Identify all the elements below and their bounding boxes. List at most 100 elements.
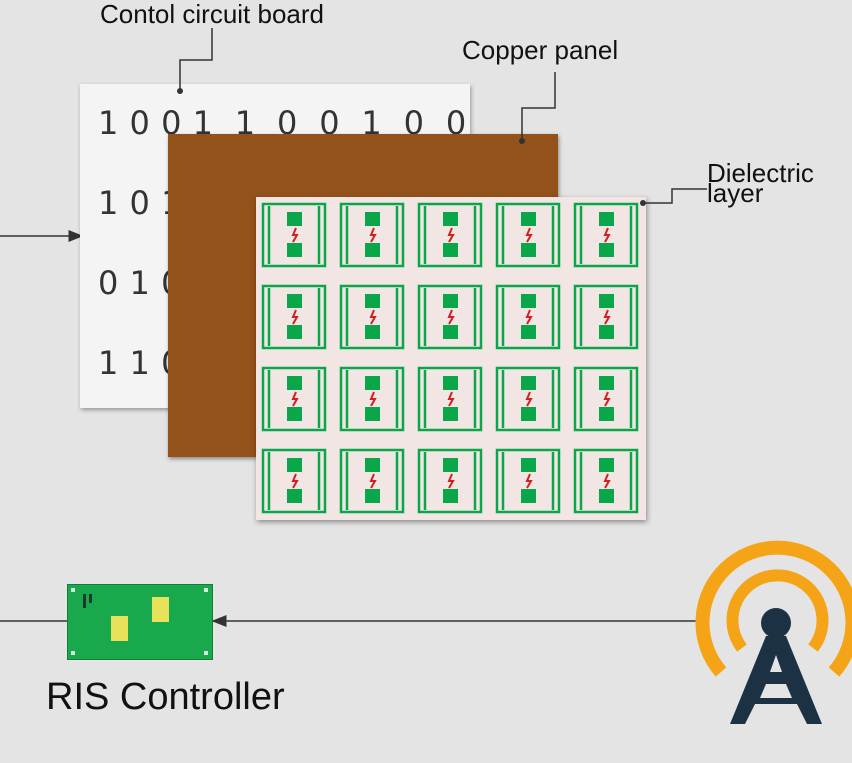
cell-patch-bottom [599,325,614,339]
cell-patch-bottom [599,407,614,421]
ris-unit-cell [573,284,639,350]
copper-leader-dot [519,138,525,144]
controller-board-icon [67,584,213,660]
controller-chip [152,597,169,622]
pin-diode-icon [369,227,377,243]
cell-patch-bottom [443,489,458,503]
dielectric-label-line2: layer [707,178,764,208]
pin-diode-icon [291,227,299,243]
cell-patch-top [521,212,536,226]
cell-frame [495,202,561,268]
cell-patch-bottom [287,407,302,421]
bit-row-1: 1 0 0 1 1 0 0 1 0 0 [98,104,467,142]
cell-frame [495,284,561,350]
dielectric-label-line1: Dielectric [707,158,814,188]
cell-patch-bottom [521,489,536,503]
ris-unit-cell [495,202,561,268]
cell-patch-top [287,376,302,390]
cell-patch-bottom [521,407,536,421]
cell-patch-bottom [443,325,458,339]
cell-patch-bottom [365,489,380,503]
cell-patch-bottom [287,489,302,503]
pin-diode-icon [447,309,455,325]
pin-diode-icon [603,473,611,489]
ris-unit-cell [573,202,639,268]
cell-patch-top [521,458,536,472]
ris-unit-cell [261,284,327,350]
cell-patch-top [287,294,302,308]
pin-diode-icon [291,391,299,407]
cell-patch-bottom [287,325,302,339]
cell-patch-bottom [365,407,380,421]
pin-diode-icon [447,391,455,407]
cell-frame [339,366,405,432]
cell-patch-bottom [365,325,380,339]
ris-unit-cell [495,284,561,350]
mount-hole [71,651,75,655]
cell-patch-top [521,376,536,390]
cell-frame [417,284,483,350]
cell-patch-top [287,458,302,472]
pin-diode-icon [447,473,455,489]
cell-frame [261,366,327,432]
cell-patch-top [599,212,614,226]
cell-patch-bottom [599,489,614,503]
tower-cutout-lower [760,684,792,698]
cell-patch-top [599,376,614,390]
cell-patch-top [599,294,614,308]
cell-patch-top [521,294,536,308]
ris-unit-cell [261,448,327,514]
cell-frame [573,284,639,350]
board-leader-line [179,28,213,91]
copper-panel-label: Copper panel [462,35,619,65]
cell-frame [573,202,639,268]
cell-patch-top [365,458,380,472]
ris-unit-cell [573,366,639,432]
ris-unit-cell [417,366,483,432]
cell-patch-top [443,376,458,390]
ris-unit-cell [417,284,483,350]
mount-hole [204,651,208,655]
control-board-label: Contol circuit board [100,0,324,29]
cell-patch-top [365,376,380,390]
ris-controller-label: RIS Controller [46,676,285,718]
pin-diode-icon [369,391,377,407]
pin-diode-icon [291,473,299,489]
ris-element-grid [261,202,639,514]
connector-pin [83,594,86,608]
cell-patch-bottom [521,243,536,257]
cell-patch-bottom [443,243,458,257]
mount-hole [71,588,75,592]
cell-patch-bottom [287,243,302,257]
cell-patch-bottom [521,325,536,339]
cell-frame [417,202,483,268]
cell-frame [339,284,405,350]
cell-frame [573,448,639,514]
pin-diode-icon [525,473,533,489]
ris-unit-cell [261,202,327,268]
pin-diode-icon [447,227,455,243]
pin-diode-icon [369,473,377,489]
controller-chip [111,616,128,641]
board-leader-dot [177,88,183,94]
copper-leader-line [521,72,556,141]
cell-frame [495,448,561,514]
ris-unit-cell [417,202,483,268]
cell-patch-top [443,458,458,472]
signal-arc-outer [695,540,852,677]
pin-diode-icon [603,391,611,407]
dielectric-leader-dot [640,200,646,206]
pin-diode-icon [525,227,533,243]
cell-patch-bottom [365,243,380,257]
pin-diode-icon [603,227,611,243]
cell-patch-top [365,212,380,226]
cell-patch-top [443,294,458,308]
ris-unit-cell [417,448,483,514]
cell-frame [261,284,327,350]
cell-frame [261,202,327,268]
cell-frame [339,202,405,268]
ris-unit-cell [495,448,561,514]
